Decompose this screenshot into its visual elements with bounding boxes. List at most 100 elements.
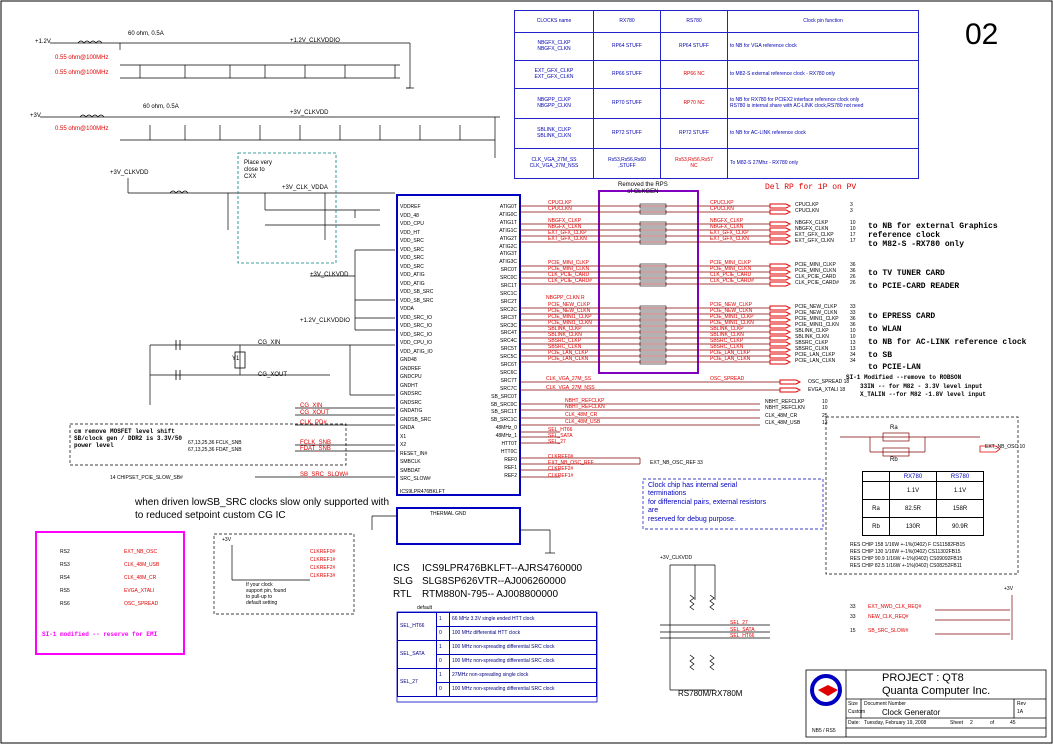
ic-right-pin: SRC3T <box>500 314 517 321</box>
sel-name: SEL_HT66 <box>397 612 437 641</box>
sel-desc: 100 MHz non-spreading differential SRC c… <box>449 640 597 655</box>
rail2-in: +3V <box>30 113 41 119</box>
strap-net: CLKREF0# <box>310 549 336 555</box>
clock-rx780: RP72 STUFF <box>593 118 661 149</box>
clkref0: CLKREF0# <box>548 454 574 460</box>
sel-name: SEL_SATA <box>397 640 437 669</box>
ic-net-label: PCIE_LAN_CLKN <box>548 356 589 362</box>
sel-val: 1 <box>436 668 450 683</box>
dest-net-ref: 10 <box>850 220 856 226</box>
pack-net-label: SBSRC_CLKN <box>710 344 744 350</box>
sel-desc: 100 MHz differential HTT clock <box>449 626 597 641</box>
net-arrow <box>769 233 792 239</box>
dest-net-label: SBLINK_CLKP <box>795 328 829 334</box>
net-arrow <box>769 203 792 209</box>
dest-net-label: EXT_GFX_CLKP <box>795 232 834 238</box>
pack-net-label: SBLINK_CLKP <box>710 326 744 332</box>
net-arrow <box>769 305 792 311</box>
ic-left-pin: VDD_SB_SRC <box>400 297 434 304</box>
dest-net-label: PCIE_MINI1_CLKP <box>795 316 839 322</box>
ic-net-label: NBGFX_CLKN <box>548 224 582 230</box>
clock-func: to NB for RX780 for PCIEX2 interface ref… <box>727 88 919 119</box>
strap-net: CLKREF2# <box>310 565 336 571</box>
resistor <box>639 305 667 311</box>
ic-right-pin: SRC6T <box>500 362 517 368</box>
net-arrow <box>769 275 792 281</box>
of-label: of <box>990 720 995 726</box>
ic-right-pin: ATIG1C <box>499 227 517 234</box>
dest-net-ref: 33 <box>850 310 856 316</box>
vendor-part: SLG8SP626VTR--AJ006260000 <box>422 576 566 587</box>
emi-net: EXT_NB_OSC <box>124 549 158 555</box>
ic-net-label: EXT_GFX_CLKP <box>548 230 587 236</box>
ic-left-pin: GNDREF <box>400 365 422 372</box>
resistor <box>639 359 667 365</box>
pack-net-label: PCIE_MINI_CLKP <box>710 260 751 266</box>
dest-net-label: PCIE_MINI_CLKN <box>795 268 837 274</box>
pack-net-label: CPUCLKP <box>710 200 734 206</box>
dest-net-label: EXT_GFX_CLKN <box>795 238 834 244</box>
emi-ref: RS2 <box>60 549 70 555</box>
ht-dest-ref: 25 <box>822 413 828 419</box>
ra-label: Ra <box>890 425 898 431</box>
clock-func: to NB for VGA reference clock <box>727 32 919 61</box>
pack-net-label: PCIE_MINI_CLKN <box>710 266 752 272</box>
crystal-ref: Y1 <box>232 356 240 362</box>
level-shift-note: cm remove MOSFET level shift SB/clock ge… <box>74 428 183 450</box>
ic-net-label: NBGFX_CLKP <box>548 218 582 224</box>
ic-right-pin: SRC5C <box>500 354 517 361</box>
ic-right-pin: SRC1C <box>500 290 517 297</box>
dest-net-label: SBLINK_CLKN <box>795 334 829 340</box>
dest-net-label: CLK_PCIE_CARD# <box>795 280 839 286</box>
sel-val: 0 <box>436 654 450 669</box>
rail3-out: +3V_CLK_VDDA <box>282 185 328 191</box>
ic-right-pin: ATIG2C <box>499 243 517 250</box>
dest-net-ref: 26 <box>850 280 856 286</box>
sig-cg-xin: CG_XIN <box>300 403 323 409</box>
sig-slow-src: SB_SRC_SLOW# <box>300 472 349 478</box>
sig-cg-xout: CG_XOUT <box>300 410 330 416</box>
rail1-in: +1.2V <box>35 39 51 45</box>
ic-left-pin: VDD_SRC <box>400 263 424 270</box>
ht-net-label: NBHT_REFCLKN <box>565 404 605 410</box>
ic-right-pin: ATIG3C <box>499 259 517 266</box>
place-close-box <box>237 152 337 264</box>
rarb-cell: 1.1V <box>889 481 937 500</box>
ic-thermal: THERMAL GND <box>430 511 467 517</box>
ic-left-pin: GNDSRC <box>400 399 422 406</box>
resistor <box>639 335 667 341</box>
ic-net-label: CLK_PCIE_CARD# <box>548 278 592 284</box>
clock-rs780: RP72 STUFF <box>660 118 728 149</box>
resistor <box>639 221 667 227</box>
ic-net-label: EXT_GFX_CLKN <box>548 236 587 242</box>
emi-ref: RS5 <box>60 588 70 594</box>
right-net: SB_SRC_SLOW# <box>868 628 909 634</box>
rarb-part: RES CHIP 90.9 1/16W +-1%(0402) CS09092FB… <box>850 556 963 562</box>
ic-right-pin: REF0 <box>504 456 517 463</box>
rarb-cell: RX780 <box>889 471 937 482</box>
pack-net-label: NBGFX_CLKN <box>710 224 744 230</box>
page-number: 02 <box>965 18 999 51</box>
clock-name: CLK_VGA_27M_SS CLK_VGA_27M_NSS <box>514 148 594 179</box>
sel-net: SEL_HT66 <box>548 427 573 433</box>
dest-net-ref: 34 <box>850 352 856 358</box>
pack-net-label: PCIE_MINI1_CLKN <box>710 320 754 326</box>
ic-left-pin: GNDA <box>400 425 415 431</box>
net-arrow <box>769 353 792 359</box>
clock-name: SBLINK_CLKP SBLINK_CLKN <box>514 118 594 149</box>
sel-val: 1 <box>436 612 450 627</box>
ic-right-pin: SRC2T <box>500 298 517 305</box>
ic-right-pin: SRC7C <box>500 385 517 392</box>
emi-ref: RS6 <box>60 601 70 607</box>
clkref2: CLKREF2# <box>548 466 574 472</box>
clock-name: NBGPP_CLKP NBGPP_CLKN <box>514 88 594 119</box>
dest-net-ref: 36 <box>850 268 856 274</box>
dest-net-ref: 36 <box>850 316 856 322</box>
title-block <box>805 669 1047 738</box>
dest-net-label: PCIE_NEW_CLKN <box>795 310 838 316</box>
strap-rail: +3V <box>222 537 232 543</box>
net-arrow <box>769 359 792 365</box>
strap-net: CLKREF3# <box>310 573 336 579</box>
ic-right-pin: 48MHz_0 <box>495 425 517 432</box>
ic-net-label: CPUCLKN <box>548 206 572 212</box>
